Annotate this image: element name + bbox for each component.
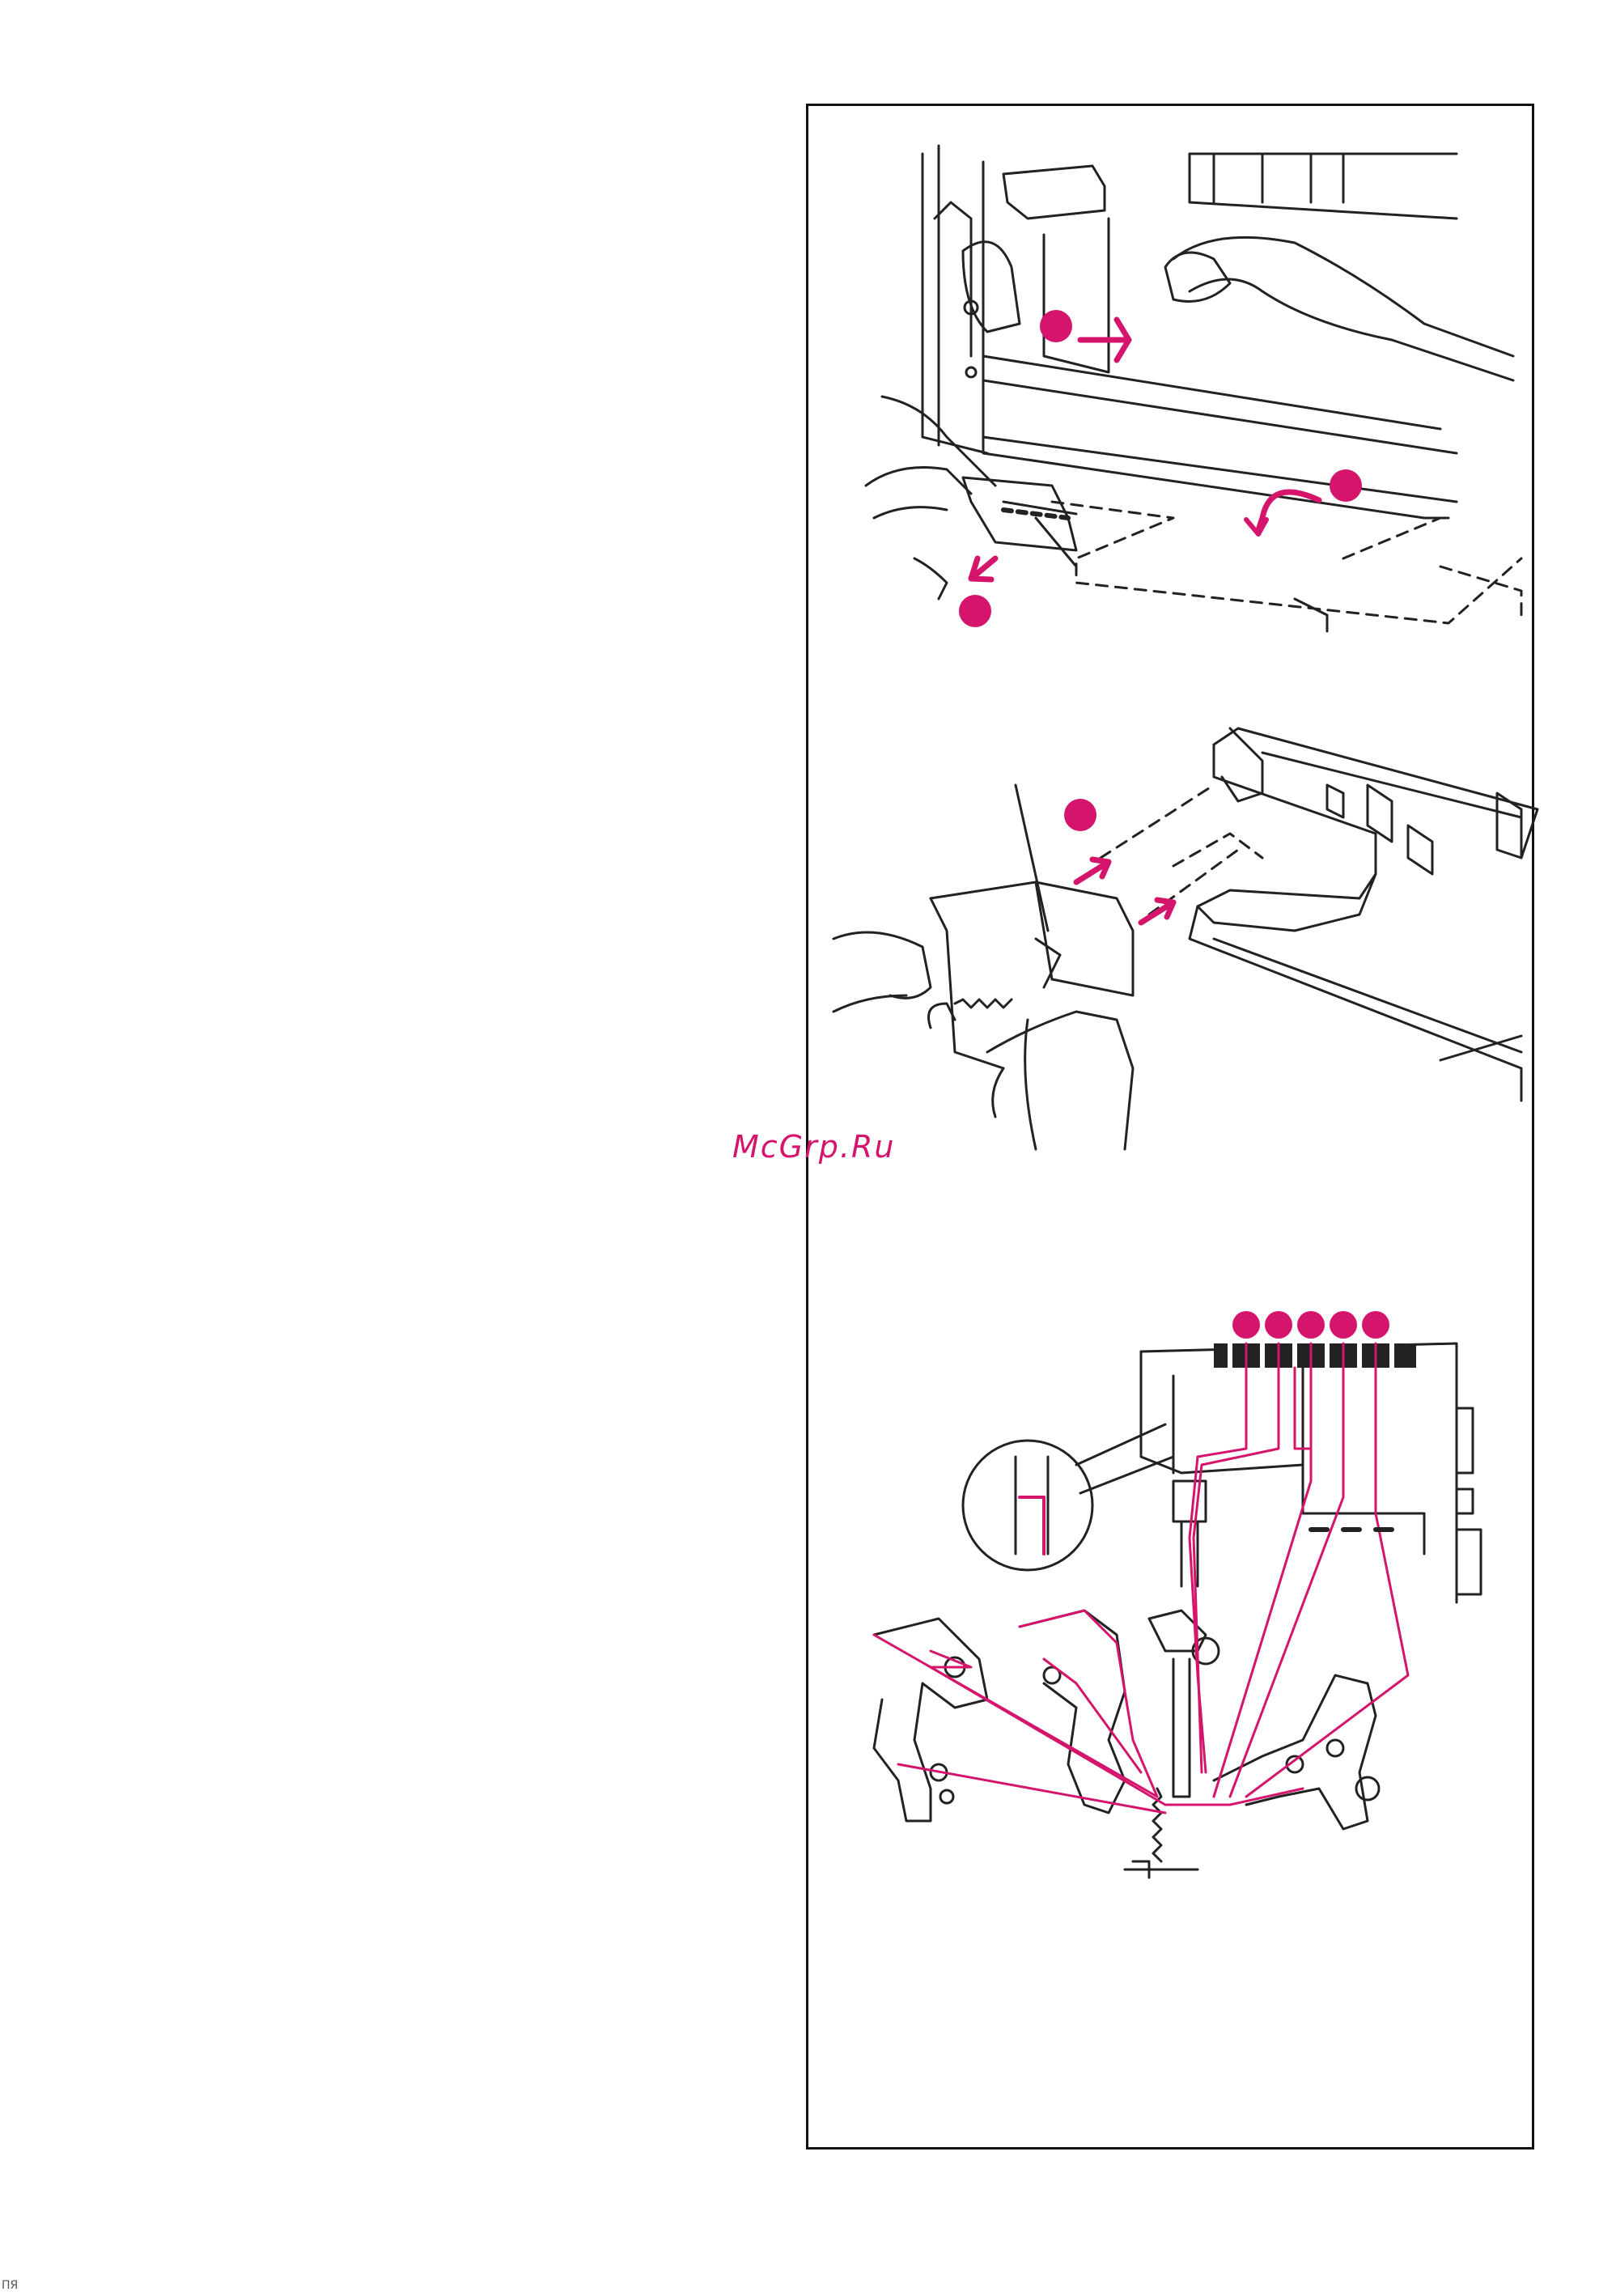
figure-3-threading-chart bbox=[874, 1311, 1481, 1878]
callout-marker bbox=[1232, 1311, 1260, 1339]
callout-marker bbox=[959, 595, 991, 627]
callout-marker bbox=[1040, 310, 1072, 342]
callout-marker bbox=[1362, 1311, 1389, 1339]
callout-marker bbox=[1297, 1311, 1325, 1339]
figure-1-remove-trim-trap bbox=[866, 146, 1521, 631]
callout-marker bbox=[1265, 1311, 1292, 1339]
footer-mark: ПЯ bbox=[2, 2279, 18, 2292]
callout-marker bbox=[1330, 469, 1362, 502]
callout-marker bbox=[1064, 799, 1096, 831]
watermark-text: McGrp.Ru bbox=[732, 1129, 895, 1165]
figure-2-attach-trim-trap bbox=[833, 728, 1538, 1149]
callout-marker bbox=[1330, 1311, 1357, 1339]
